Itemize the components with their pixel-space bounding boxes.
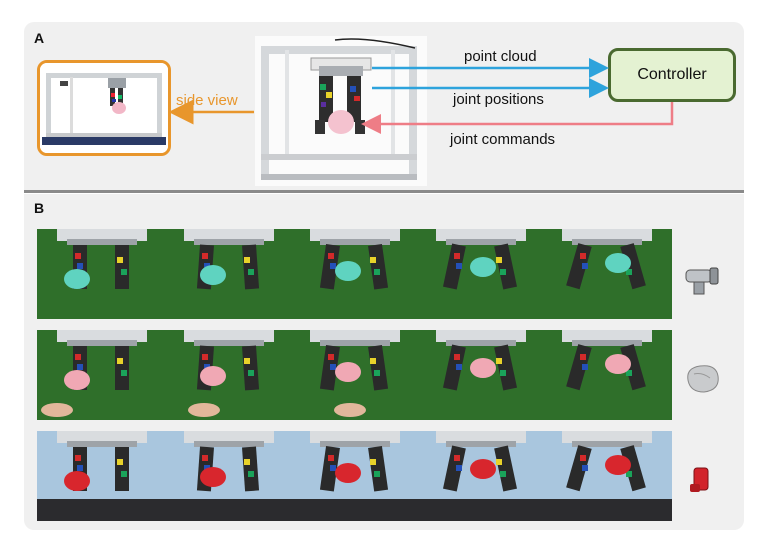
sequence-frame <box>37 330 167 420</box>
robot-rig-photo <box>255 36 427 186</box>
point-cloud-label: point cloud <box>464 48 537 65</box>
sequence-frame <box>37 431 167 521</box>
sequence-frame <box>290 431 420 521</box>
sequence-frame <box>37 229 167 319</box>
sequence-frame <box>416 431 546 521</box>
sequence-frame <box>164 431 294 521</box>
joint-positions-label: joint positions <box>453 91 544 108</box>
sequence-frame <box>164 229 294 319</box>
sequence-frame <box>290 229 420 319</box>
camera-mount-icon <box>682 262 722 303</box>
joint-commands-label: joint commands <box>450 131 556 148</box>
sequence-frame <box>542 431 672 521</box>
sequence-frame <box>164 330 294 420</box>
controller-box: Controller <box>608 48 736 102</box>
sequence-frame <box>290 330 420 420</box>
sequence-frame <box>416 229 546 319</box>
sequence-frame <box>542 229 672 319</box>
rock-icon <box>682 360 722 401</box>
red-tool-icon <box>686 462 716 503</box>
panel-a-arrows <box>168 58 674 134</box>
sequence-frame <box>416 330 546 420</box>
joint-commands-arrow <box>361 102 674 134</box>
panel-b-label: B <box>34 200 45 216</box>
panel-separator <box>24 190 744 193</box>
sequence-frame <box>542 330 672 420</box>
panel-a-label: A <box>34 30 45 46</box>
